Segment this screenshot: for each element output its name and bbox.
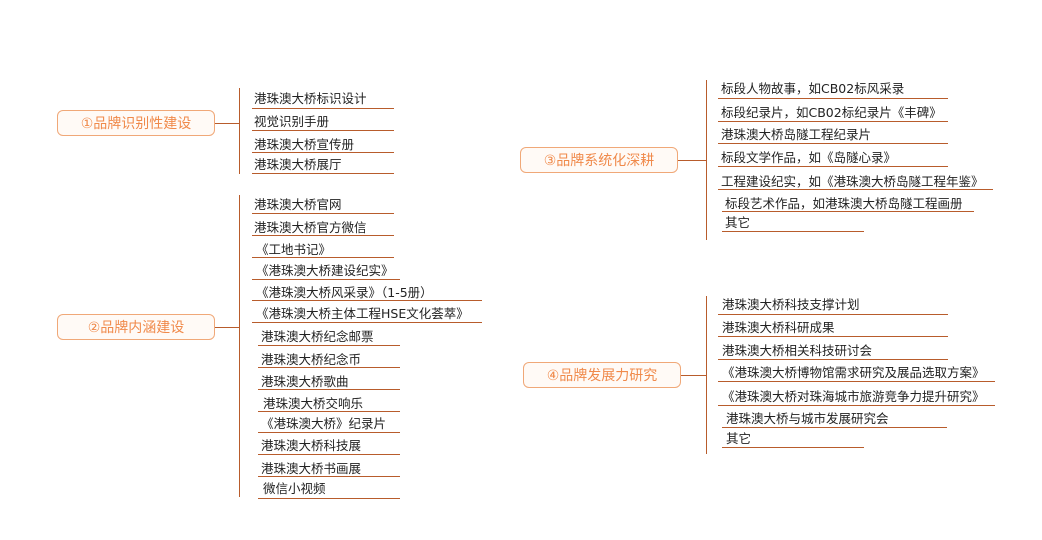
bracket-line	[239, 195, 240, 497]
item-underline	[258, 411, 400, 412]
item-underline	[718, 189, 993, 190]
leaf-item[interactable]: 其它	[726, 431, 752, 446]
leaf-item[interactable]: 标段文学作品，如《岛隧心录》	[721, 150, 897, 165]
leaf-item[interactable]: 港珠澳大桥纪念币	[261, 352, 362, 367]
item-underline	[718, 166, 948, 167]
item-underline	[722, 447, 864, 448]
bracket-line	[706, 296, 707, 454]
connector	[215, 123, 239, 124]
leaf-item[interactable]: 港珠澳大桥官方微信	[254, 220, 367, 235]
item-underline	[722, 427, 947, 428]
leaf-item[interactable]: 港珠澳大桥科技展	[261, 438, 362, 453]
leaf-item[interactable]: 港珠澳大桥相关科技研讨会	[722, 343, 873, 358]
leaf-item[interactable]: 微信小视频	[263, 481, 326, 496]
leaf-item[interactable]: 港珠澳大桥科技支撑计划	[722, 297, 860, 312]
leaf-item[interactable]: 港珠澳大桥与城市发展研究会	[726, 411, 889, 426]
leaf-item[interactable]: 《工地书记》	[256, 242, 332, 257]
item-underline	[722, 231, 864, 232]
item-underline	[258, 389, 400, 390]
item-underline	[718, 143, 948, 144]
item-underline	[722, 211, 974, 212]
item-underline	[252, 173, 394, 174]
leaf-item[interactable]: 标段艺术作品，如港珠澳大桥岛隧工程画册	[725, 196, 963, 211]
connector	[681, 375, 706, 376]
leaf-item[interactable]: 港珠澳大桥岛隧工程纪录片	[721, 127, 872, 142]
connector	[215, 327, 239, 328]
bracket-line	[239, 88, 240, 174]
leaf-item[interactable]: 《港珠澳大桥博物馆需求研究及展品选取方案》	[722, 365, 985, 380]
leaf-item[interactable]: 标段人物故事，如CB02标风采录	[721, 81, 905, 96]
item-underline	[258, 476, 400, 477]
topic-brand-connotation[interactable]: ②品牌内涵建设	[57, 314, 215, 340]
item-underline	[718, 98, 948, 99]
leaf-item[interactable]: 港珠澳大桥宣传册	[254, 137, 355, 152]
item-underline	[258, 432, 400, 433]
item-underline	[252, 235, 394, 236]
item-underline	[718, 336, 948, 337]
leaf-item[interactable]: 标段纪录片，如CB02标纪录片《丰碑》	[721, 105, 942, 120]
item-underline	[252, 322, 482, 323]
topic-brand-development[interactable]: ④品牌发展力研究	[523, 362, 681, 388]
leaf-item[interactable]: 工程建设纪实，如《港珠澳大桥岛隧工程年鉴》	[721, 174, 984, 189]
item-underline	[252, 130, 394, 131]
leaf-item[interactable]: 港珠澳大桥科研成果	[722, 320, 835, 335]
item-underline	[252, 300, 482, 301]
leaf-item[interactable]: 《港珠澳大桥对珠海城市旅游竞争力提升研究》	[722, 389, 985, 404]
item-underline	[258, 367, 400, 368]
leaf-item[interactable]: 其它	[725, 215, 751, 230]
item-underline	[718, 121, 948, 122]
item-underline	[252, 257, 394, 258]
leaf-item[interactable]: 港珠澳大桥歌曲	[261, 374, 349, 389]
item-underline	[258, 345, 400, 346]
leaf-item[interactable]: 港珠澳大桥展厅	[254, 157, 342, 172]
item-underline	[252, 213, 394, 214]
item-underline	[252, 279, 400, 280]
leaf-item[interactable]: 《港珠澳大桥》纪录片	[261, 416, 387, 431]
leaf-item[interactable]: 视觉识别手册	[254, 114, 330, 129]
item-underline	[718, 381, 995, 382]
leaf-item[interactable]: 《港珠澳大桥风采录》（1-5册）	[256, 285, 433, 300]
item-underline	[252, 108, 394, 109]
item-underline	[718, 405, 995, 406]
leaf-item[interactable]: 港珠澳大桥书画展	[261, 461, 362, 476]
item-underline	[258, 454, 400, 455]
leaf-item[interactable]: 港珠澳大桥标识设计	[254, 91, 367, 106]
leaf-item[interactable]: 港珠澳大桥官网	[254, 197, 342, 212]
topic-brand-identity[interactable]: ①品牌识别性建设	[57, 110, 215, 136]
leaf-item[interactable]: 《港珠澳大桥建设纪实》	[256, 263, 394, 278]
item-underline	[718, 359, 948, 360]
leaf-item[interactable]: 港珠澳大桥交响乐	[263, 396, 364, 411]
item-underline	[252, 152, 394, 153]
leaf-item[interactable]: 《港珠澳大桥主体工程HSE文化荟萃》	[256, 306, 469, 321]
item-underline	[718, 314, 948, 315]
item-underline	[258, 498, 400, 499]
leaf-item[interactable]: 港珠澳大桥纪念邮票	[261, 329, 374, 344]
bracket-line	[706, 80, 707, 240]
connector	[678, 160, 706, 161]
topic-brand-systematization[interactable]: ③品牌系统化深耕	[520, 147, 678, 173]
